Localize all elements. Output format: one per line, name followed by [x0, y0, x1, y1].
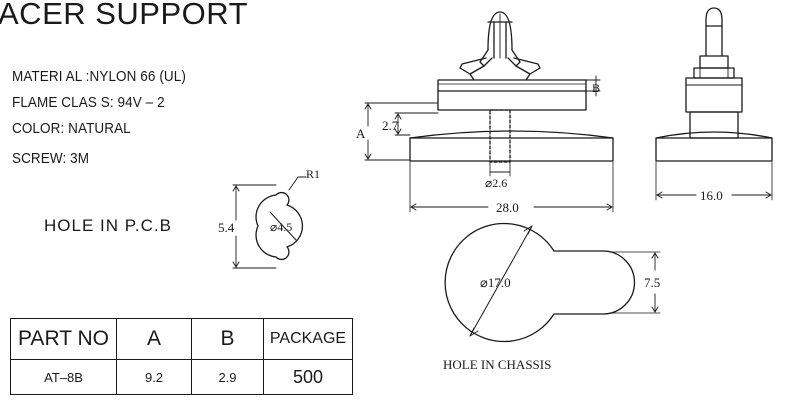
dim-a-label: A [356, 126, 366, 141]
parts-table: PART NO A B PACKAGE AT–8B 9.2 2.9 500 [10, 318, 353, 395]
pcb-hole-label: HOLE IN P.C.B [44, 216, 172, 235]
spec-material: MATERI AL :NYLON 66 (UL) [12, 68, 186, 85]
dim-27-label: 2.7 [382, 118, 399, 133]
spec-flame-class: FLAME CLAS S: 94V – 2 [12, 94, 165, 111]
cell-package: 500 [263, 359, 353, 395]
header-package: PACKAGE [263, 318, 353, 360]
pcb-radius-dimension: R1 [306, 167, 320, 181]
chassis-hole-label: HOLE IN CHASSIS [443, 357, 551, 372]
cell-part-no: AT–8B [10, 359, 117, 395]
table-row: AT–8B 9.2 2.9 500 [10, 359, 353, 395]
dim-16-label: 16.0 [700, 188, 723, 203]
header-b: B [191, 318, 264, 360]
chassis-hole-drawing [444, 222, 661, 343]
spec-screw: SCREW: 3M [12, 150, 90, 167]
side-view-drawing [364, 11, 614, 213]
dim-b-label: B [592, 81, 600, 95]
pcb-diameter-dimension: ⌀4.5 [270, 220, 292, 234]
end-view-drawing [655, 7, 773, 201]
cell-a: 9.2 [116, 359, 192, 395]
spec-color: COLOR: NATURAL [12, 120, 131, 137]
drawing-title: ACER SUPPORT [0, 0, 249, 31]
cell-b: 2.9 [191, 359, 264, 395]
pcb-height-dimension: 5.4 [218, 220, 235, 235]
parts-table-header-row: PART NO A B PACKAGE [10, 318, 353, 360]
dim-28-label: 28.0 [496, 200, 519, 215]
header-a: A [116, 318, 192, 360]
chassis-diameter-dimension: ⌀17.0 [480, 275, 511, 290]
header-part-no: PART NO [10, 318, 117, 360]
chassis-tab-dimension: 7.5 [644, 275, 660, 290]
dim-26-label: ⌀2.6 [485, 176, 507, 190]
pcb-hole-drawing [232, 176, 307, 269]
